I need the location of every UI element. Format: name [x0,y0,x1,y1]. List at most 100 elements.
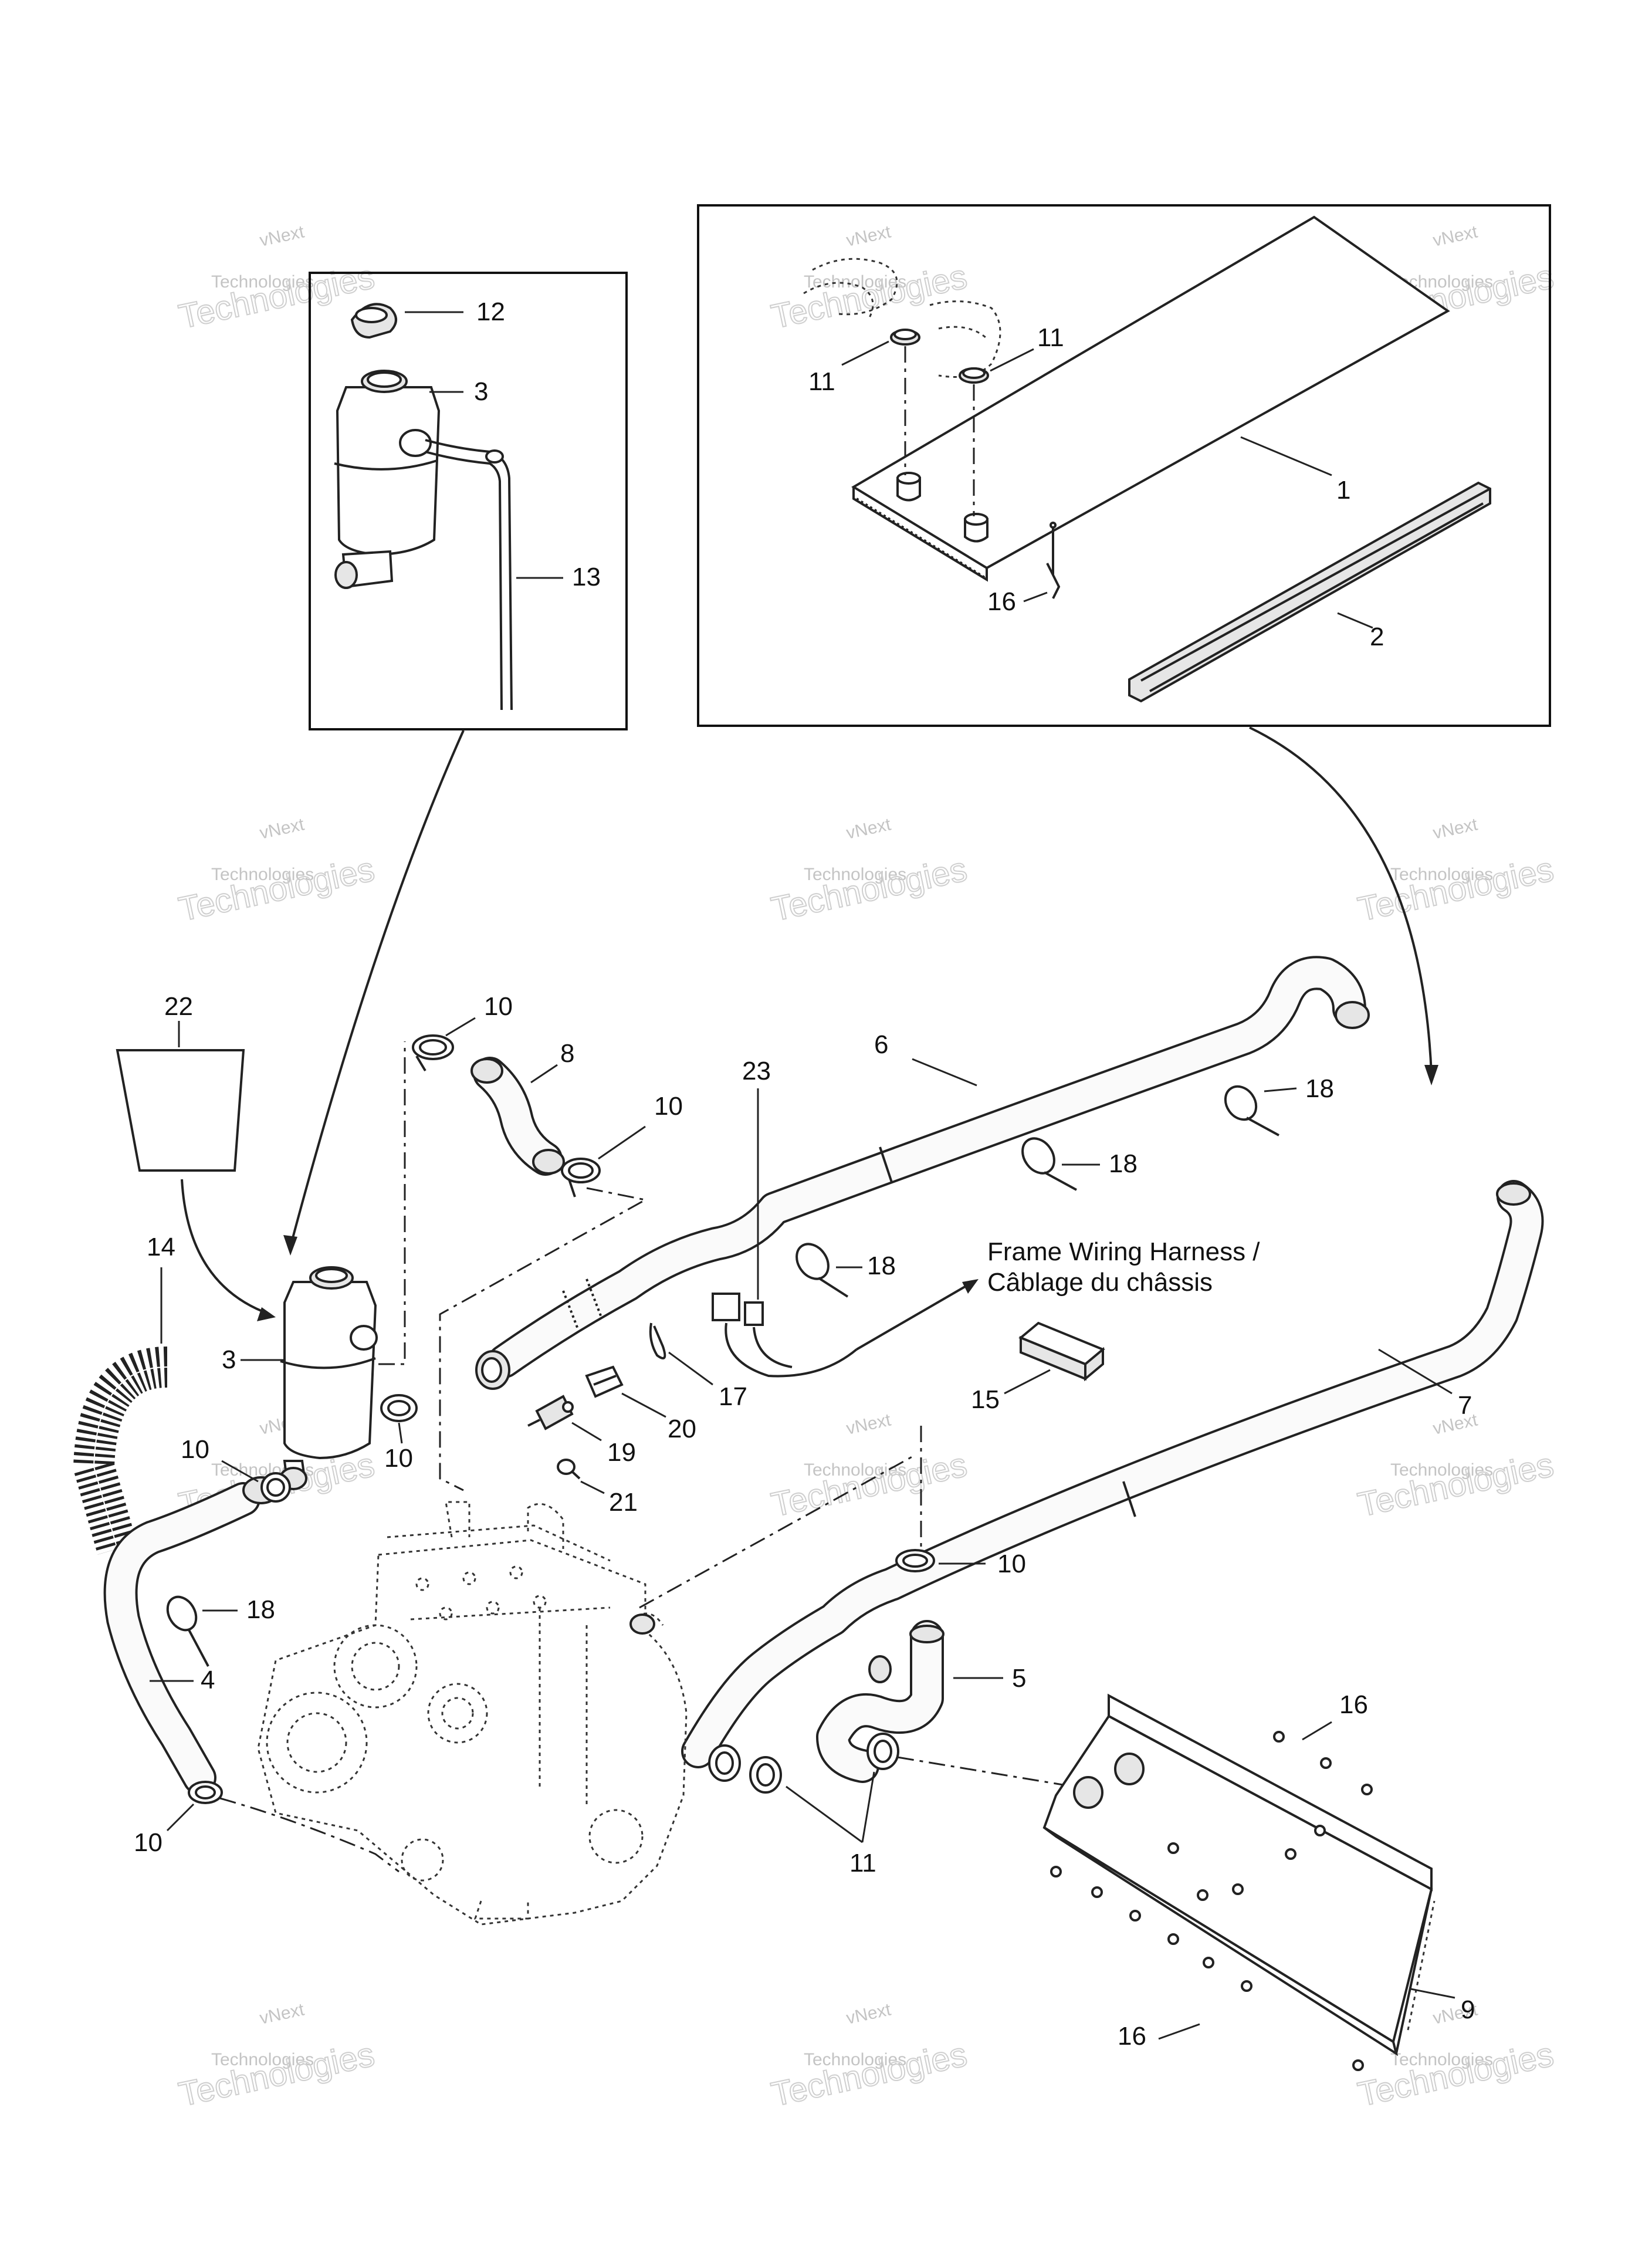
callout-11-bottom: 11 [849,1849,876,1877]
svg-text:vNext: vNext [258,814,307,843]
svg-text:Technologies: Technologies [768,1446,970,1524]
harness-label-line1: Frame Wiring Harness / [987,1237,1260,1266]
callout-11-inset-right: 11 [1037,323,1064,352]
harness-clip-17-part [649,1322,666,1359]
harness-arrowhead [962,1279,979,1294]
svg-text:vNext: vNext [258,222,307,250]
svg-text:Technologies: Technologies [1355,1446,1557,1524]
callout-11-inset-left: 11 [808,367,835,396]
svg-text:vNext: vNext [845,814,893,843]
leader-20 [621,1392,666,1418]
hose7-centerline [639,1454,916,1609]
inset-connector-left [890,329,921,502]
watermark-low-right: vNext Technologies Technologies [1354,1410,1558,1524]
reservoir-inset-frame [309,272,628,730]
leader-10-hose4-bottom [166,1803,195,1832]
callout-8: 8 [560,1039,574,1068]
callout-22: 22 [164,992,193,1021]
tie-18-harness [795,1243,849,1298]
svg-text:Technologies: Technologies [768,2035,970,2114]
svg-text:Technologies: Technologies [768,850,970,929]
callout-12: 12 [476,297,505,326]
callout-3-main: 3 [222,1345,236,1374]
callout-18-harness: 18 [867,1251,896,1280]
leader-21 [580,1480,605,1494]
leader-10-hose8-top [445,1017,476,1037]
svg-text:Technologies: Technologies [211,2050,314,2069]
leader-10-reservoir [398,1422,403,1444]
callout-16-right: 16 [1339,1690,1368,1719]
svg-text:Technologies: Technologies [768,258,970,336]
callout-2: 2 [1370,623,1384,651]
watermark-bottom-center: vNext Technologies Technologies [767,2000,971,2114]
svg-text:vNext: vNext [845,2000,893,2028]
foam-pad-15-part [1018,1321,1105,1382]
leader-2 [1337,612,1373,629]
hose-5-part [816,1620,945,1783]
reservoir-inset-arrow [289,730,465,1247]
hose-4-part [103,1476,280,1795]
leader-18-hose6-right [1264,1087,1297,1092]
hose8-centerline [439,1187,648,1491]
leader-11-inset-right [990,348,1034,372]
hose4-engine-centerline [219,1797,400,1873]
svg-text:Technologies: Technologies [1390,2050,1493,2069]
watermark-bottom-left: vNext Technologies Technologies [175,2000,378,2114]
clamp-10-hose8-top [412,1034,454,1072]
leader-15 [1004,1369,1051,1395]
clamp-11-middle [749,1756,782,1794]
callout-23: 23 [742,1057,771,1085]
callout-10-hose8-bottom: 10 [654,1092,683,1121]
engine-part [257,1501,688,1926]
hose-7-part [681,1180,1544,1768]
leader-19 [571,1422,602,1442]
leader-17 [668,1351,713,1386]
callout-13: 13 [572,563,601,591]
warning-decal-part [116,1049,245,1172]
svg-text:Technologies: Technologies [804,272,906,292]
svg-text:Technologies: Technologies [804,865,906,884]
tie-18-hose6-mid [1021,1137,1077,1191]
clamp-21-part [557,1459,581,1480]
screws-16-set [1050,1731,1373,2071]
clamps-to-exchanger-centerline [897,1756,1092,1791]
svg-text:vNext: vNext [1431,814,1480,843]
callout-14: 14 [147,1233,175,1261]
callout-10-hose5: 10 [997,1550,1026,1578]
callout-6: 6 [874,1030,888,1059]
temperature-sensor-19-part [527,1395,574,1430]
clamp-10-hose4-top [260,1472,291,1503]
leader-16-right [1302,1721,1332,1741]
callout-20: 20 [668,1415,696,1443]
reservoir-hose-centerline [378,1041,406,1365]
svg-text:Technologies: Technologies [211,865,314,884]
clamp-10-hose5 [895,1549,935,1572]
leader-11-inset-left [841,340,889,366]
overflow-tube-part [425,439,513,711]
retaining-rail-part [1128,481,1491,703]
tie-18-hose4 [166,1595,209,1667]
reservoir-inset-arrowhead [283,1235,297,1256]
callout-16-bottom: 16 [1118,2022,1146,2051]
reservoir-tank-main-part [279,1266,378,1490]
callout-9: 9 [1461,1995,1475,2024]
svg-text:Technologies: Technologies [804,2050,906,2069]
harness-arrow [855,1284,969,1351]
callout-7: 7 [1458,1391,1472,1420]
watermark-mid-center: vNext Technologies Technologies [767,814,971,929]
heat-exchanger-plate-part [851,215,1450,582]
heat-exchanger-inset-arrow [1249,726,1433,1074]
callout-18-hose6-mid: 18 [1109,1149,1138,1178]
svg-text:Technologies: Technologies [175,258,378,336]
leader-10-hose8-bottom [598,1125,646,1160]
inset-screw-part [1046,522,1061,599]
corrugated-sleeve-part [73,1347,168,1555]
hose-6-part [475,956,1370,1390]
callout-10-reservoir: 10 [384,1444,413,1473]
callout-4: 4 [201,1666,215,1694]
clamp-10-hose4-bottom [188,1781,223,1804]
leader-6 [912,1058,977,1087]
hose-8-part [470,1057,565,1176]
callout-16-inset: 16 [987,587,1016,616]
callout-19: 19 [607,1438,636,1467]
